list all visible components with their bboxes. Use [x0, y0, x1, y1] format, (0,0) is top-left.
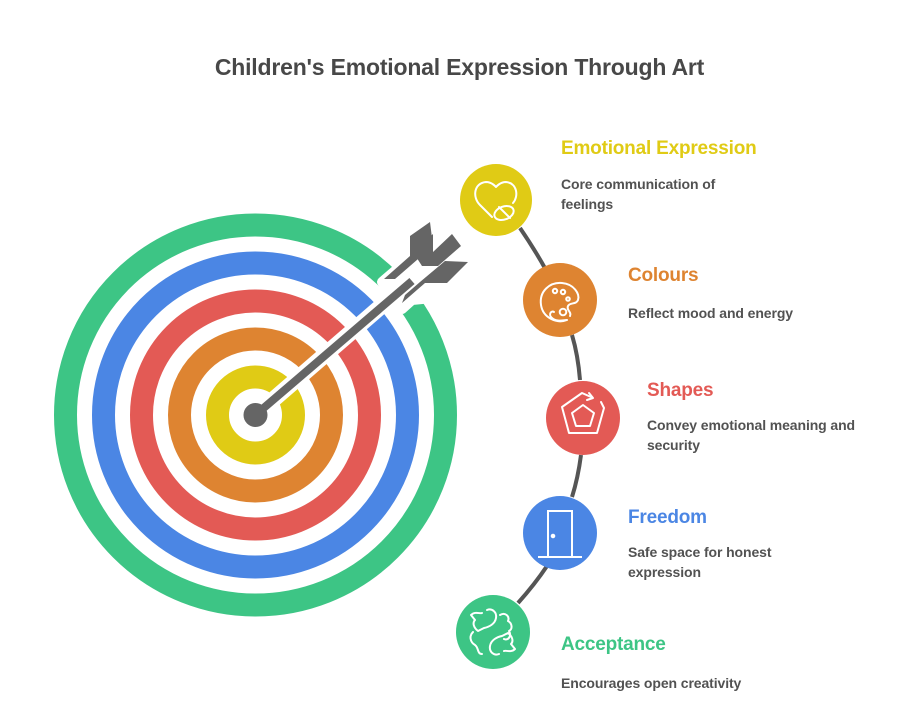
desc-line: Core communication of [561, 176, 716, 192]
page-title: Children's Emotional Expression Through … [214, 54, 705, 80]
pentagon-cycle-icon [561, 392, 605, 434]
item-desc-emotional-expression: Core communication of feelings [561, 174, 715, 214]
item-desc-acceptance: Encourages open creativity [561, 673, 741, 693]
ring-red [130, 289, 381, 541]
item-title-colours: Colours [628, 265, 699, 286]
item-circle-acceptance [456, 595, 530, 669]
connector-path [516, 226, 583, 605]
item-circle-colours [523, 263, 597, 337]
ring-orange [168, 327, 343, 503]
ring-blue [92, 251, 419, 579]
hands-icon [469, 608, 516, 656]
desc-line: Reflect mood and energy [628, 305, 793, 321]
item-title-freedom: Freedom [628, 507, 707, 528]
item-desc-shapes: Convey emotional meaning and security [647, 415, 855, 455]
item-title-shapes: Shapes [647, 380, 714, 401]
item-title-emotional-expression: Emotional Expression [561, 138, 757, 159]
item-circle-freedom [523, 496, 597, 570]
palette-icon [539, 281, 580, 323]
target [54, 213, 457, 617]
item-desc-colours: Reflect mood and energy [628, 303, 793, 323]
desc-line: feelings [561, 196, 614, 212]
arrow-icon [243, 217, 472, 427]
item-desc-freedom: Safe space for honest expression [628, 542, 771, 582]
desc-line: Safe space for honest [628, 544, 772, 560]
desc-line: Convey emotional meaning and [647, 417, 856, 433]
desc-line: Encourages open creativity [561, 675, 742, 691]
ring-yellow [206, 365, 305, 465]
desc-line: expression [628, 564, 701, 580]
door-icon [538, 510, 582, 558]
heart-pill-icon [474, 181, 518, 222]
desc-line: security [647, 437, 700, 453]
item-circle-shapes [546, 381, 620, 455]
item-circle-emotional-expression [460, 164, 532, 236]
item-title-acceptance: Acceptance [561, 634, 666, 655]
ring-green [54, 213, 457, 617]
